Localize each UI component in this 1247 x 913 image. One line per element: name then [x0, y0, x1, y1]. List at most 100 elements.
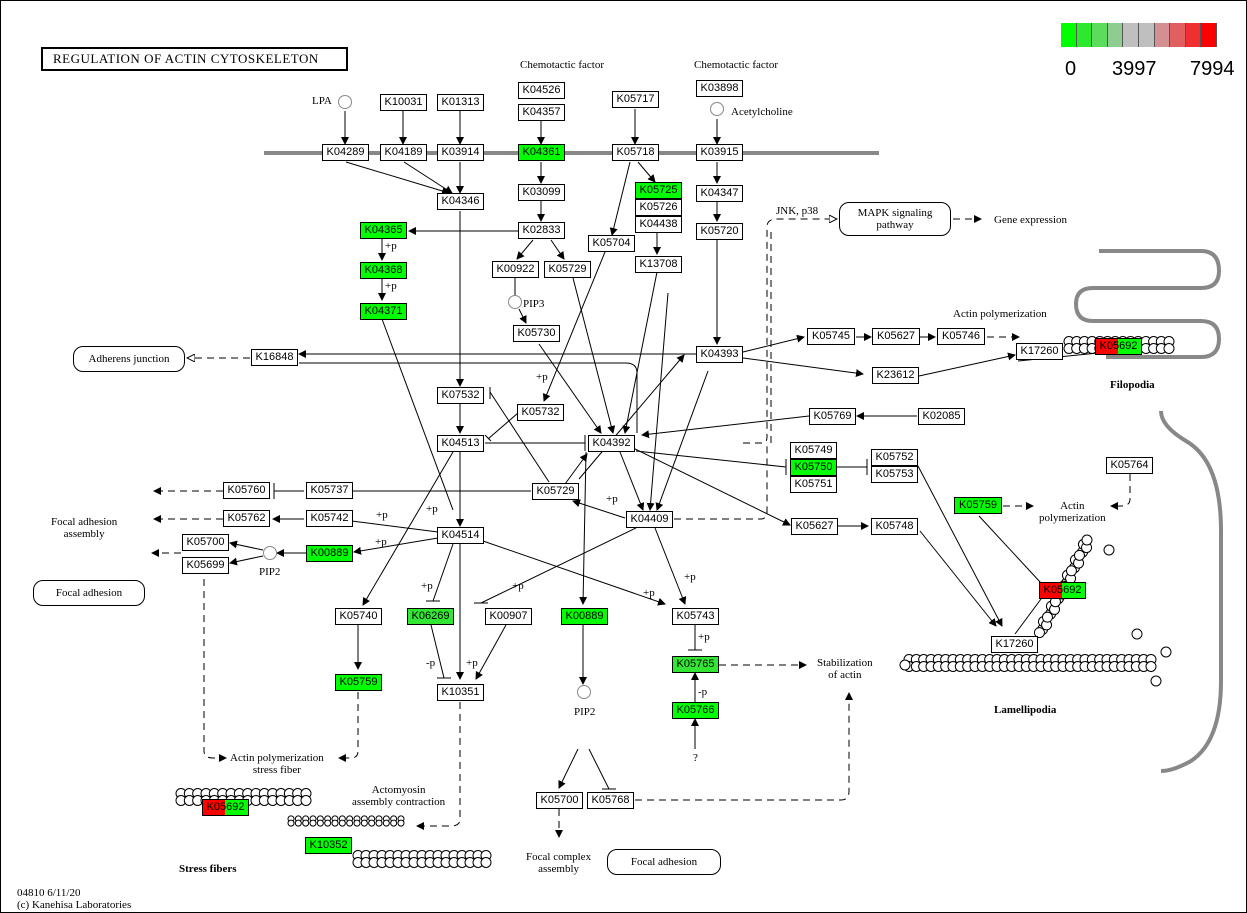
gene-node-highlighted[interactable]: K05765: [672, 656, 719, 673]
gene-node[interactable]: K17260: [991, 636, 1038, 653]
gene-node-highlighted[interactable]: K04361: [518, 144, 565, 161]
gene-node[interactable]: K05704: [588, 235, 635, 252]
gene-node[interactable]: K05729: [532, 483, 579, 500]
legend-max: 7994: [1190, 58, 1235, 80]
gene-node[interactable]: K05730: [513, 325, 560, 342]
legend-swatch: [1107, 23, 1124, 47]
gene-node[interactable]: K02085: [918, 408, 965, 425]
gene-node[interactable]: K23612: [872, 367, 919, 384]
label-chemotactic-factor: Chemotactic factor: [694, 59, 778, 71]
gene-node-highlighted[interactable]: K05759: [954, 497, 1002, 514]
gene-node[interactable]: K04347: [696, 185, 743, 202]
label-phosphorylation: +p: [606, 493, 618, 505]
gene-node-highlighted[interactable]: K00889: [561, 608, 608, 625]
gene-node[interactable]: K05700: [536, 792, 583, 809]
gene-node[interactable]: K05749: [790, 442, 837, 459]
pathway-mapk-signaling[interactable]: MAPK signaling pathway: [839, 202, 951, 236]
gene-node[interactable]: K04513: [437, 435, 484, 452]
label-focal-complex-assembly: Focal complex assembly: [526, 851, 592, 875]
gene-node-highlighted[interactable]: K05692: [1039, 582, 1086, 599]
gene-node[interactable]: K04357: [518, 104, 565, 121]
gene-node[interactable]: K04409: [626, 511, 673, 528]
gene-node-highlighted[interactable]: K04368: [360, 262, 407, 279]
pathway-focal-adhesion[interactable]: Focal adhesion: [33, 580, 145, 606]
pip2-compound[interactable]: [577, 685, 591, 699]
label-actomyosin: Actomyosin assembly contraction: [352, 784, 446, 808]
gene-node[interactable]: K04392: [588, 435, 635, 452]
gene-node[interactable]: K02833: [518, 222, 565, 239]
gene-node[interactable]: K04189: [380, 144, 427, 161]
label-phosphorylation: +p: [512, 580, 524, 592]
label-actin-polymerization: Actin polymerization: [1039, 500, 1106, 524]
gene-node[interactable]: K04514: [437, 527, 484, 544]
gene-node[interactable]: K05751: [790, 476, 837, 493]
gene-node[interactable]: K03914: [437, 144, 484, 161]
gene-node[interactable]: K05764: [1106, 457, 1153, 474]
gene-node[interactable]: K03898: [696, 80, 743, 97]
gene-node[interactable]: K05726: [635, 199, 682, 216]
gene-node[interactable]: K00907: [485, 608, 532, 625]
gene-node-highlighted[interactable]: K05692: [202, 799, 249, 816]
gene-node[interactable]: K05768: [587, 792, 634, 809]
gene-node[interactable]: K05718: [612, 144, 659, 161]
gene-node[interactable]: K04289: [322, 144, 369, 161]
actin-monomer: [1160, 646, 1172, 658]
gene-node[interactable]: K04438: [635, 216, 682, 233]
gene-node[interactable]: K05769: [809, 408, 856, 425]
gene-node[interactable]: K05762: [223, 510, 270, 527]
pathway-focal-adhesion[interactable]: Focal adhesion: [607, 849, 721, 875]
gene-node-highlighted[interactable]: K05766: [672, 702, 719, 719]
gene-node[interactable]: K05737: [306, 482, 353, 499]
gene-node[interactable]: K05740: [335, 608, 382, 625]
gene-node[interactable]: K04393: [696, 346, 743, 363]
gene-node[interactable]: K05753: [871, 466, 918, 483]
gene-node[interactable]: K16848: [251, 349, 298, 366]
acetylcholine-compound[interactable]: [710, 102, 724, 116]
gene-node[interactable]: K05745: [807, 328, 855, 345]
label-phosphorylation: +p: [421, 580, 433, 592]
gene-node[interactable]: K07532: [437, 387, 484, 404]
gene-node-highlighted[interactable]: K00889: [306, 545, 353, 562]
gene-node[interactable]: K05720: [696, 223, 743, 240]
gene-node[interactable]: K10031: [380, 94, 427, 111]
gene-node[interactable]: K05752: [871, 449, 918, 466]
gene-node-highlighted[interactable]: K05725: [635, 182, 682, 199]
gene-node[interactable]: K03099: [518, 184, 565, 201]
label-chemotactic-factor: Chemotactic factor: [520, 59, 604, 71]
gene-node-highlighted[interactable]: K05750: [790, 459, 837, 476]
actin-monomer: [1065, 565, 1077, 577]
gene-node[interactable]: K05748: [871, 518, 918, 535]
gene-node[interactable]: K05732: [517, 404, 564, 421]
gene-node[interactable]: K04526: [518, 82, 565, 99]
gene-node[interactable]: K05627: [872, 328, 920, 345]
gene-node-highlighted[interactable]: K04365: [360, 222, 407, 239]
gene-node[interactable]: K10351: [437, 684, 484, 701]
gene-node-highlighted[interactable]: K05692: [1095, 338, 1142, 355]
gene-node-highlighted[interactable]: K10352: [305, 837, 352, 854]
gene-node[interactable]: K05742: [306, 510, 353, 527]
gene-node[interactable]: K05729: [544, 261, 591, 278]
actin-monomer: [390, 819, 398, 827]
pathway-adherens-junction[interactable]: Adherens junction: [73, 346, 185, 372]
pip2-compound[interactable]: [263, 546, 277, 560]
gene-node[interactable]: K05760: [223, 482, 270, 499]
gene-node[interactable]: K05700: [182, 534, 229, 551]
label-dephosphorylation: -p: [698, 686, 708, 698]
pip3-compound[interactable]: [508, 295, 522, 309]
gene-node[interactable]: K13708: [635, 256, 682, 273]
gene-node[interactable]: K05717: [612, 91, 659, 108]
gene-node[interactable]: K05743: [672, 608, 719, 625]
label-phosphorylation: +p: [466, 657, 478, 669]
gene-node-highlighted[interactable]: K05759: [335, 674, 382, 691]
gene-node[interactable]: K03915: [696, 144, 743, 161]
gene-node[interactable]: K04346: [437, 193, 484, 210]
gene-node[interactable]: K05746: [937, 328, 985, 345]
gene-node-highlighted[interactable]: K04371: [360, 303, 407, 320]
gene-node[interactable]: K05699: [182, 557, 229, 574]
lpa-compound[interactable]: [338, 95, 352, 109]
gene-node[interactable]: K00922: [492, 261, 539, 278]
gene-node[interactable]: K17260: [1016, 343, 1063, 360]
gene-node[interactable]: K01313: [437, 94, 484, 111]
gene-node-highlighted[interactable]: K06269: [407, 608, 454, 625]
gene-node[interactable]: K05627: [791, 518, 838, 535]
